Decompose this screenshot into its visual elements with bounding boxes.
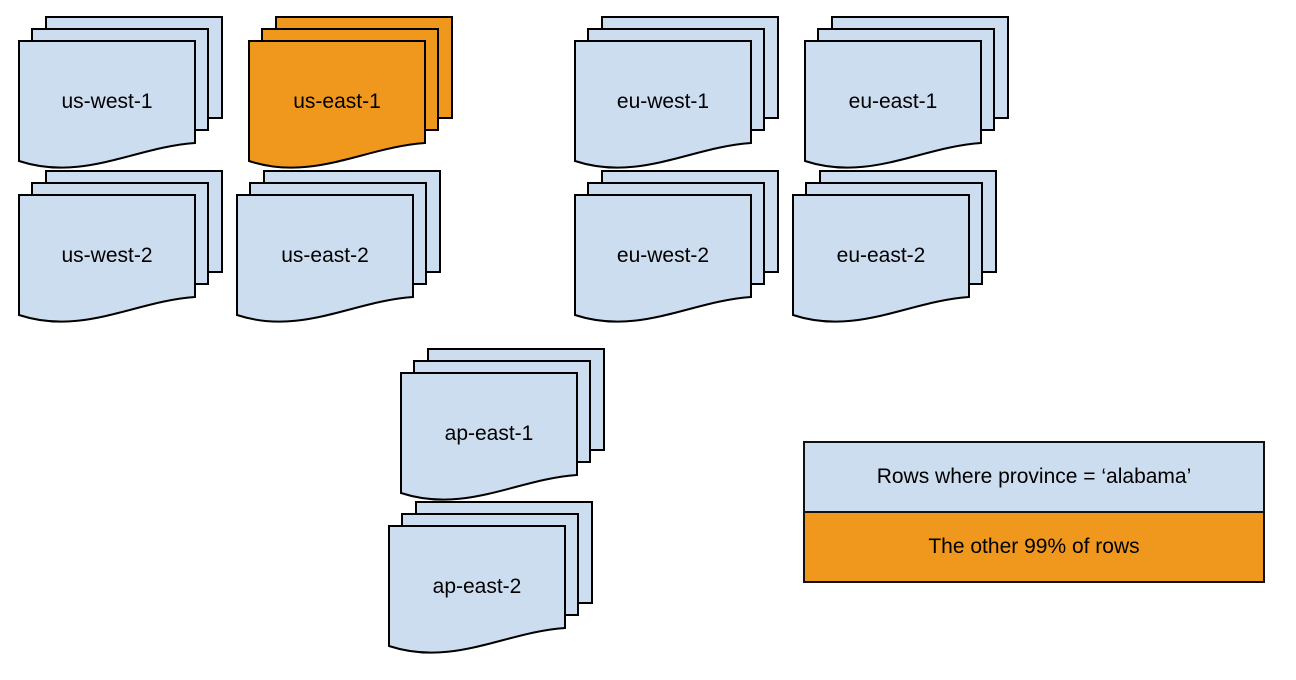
document-sheet-front — [792, 194, 970, 323]
document-stack-icon — [18, 16, 223, 169]
doc-stack-us-west-1: us-west-1 — [17, 16, 227, 174]
document-stack-icon — [400, 348, 605, 501]
doc-stack-ap-east-1: ap-east-1 — [399, 348, 609, 506]
legend-label-alabama-rows: Rows where province = ‘alabama’ — [876, 465, 1192, 488]
region-label-us-east-2: us-east-2 — [281, 244, 369, 267]
doc-stack-eu-west-1: eu-west-1 — [573, 16, 783, 174]
region-label-us-east-1: us-east-1 — [293, 90, 381, 113]
document-sheet-front — [236, 194, 414, 323]
region-label-us-west-1: us-west-1 — [61, 90, 153, 113]
doc-stack-us-east-2: us-east-2 — [235, 170, 445, 328]
doc-stack-ap-east-2: ap-east-2 — [387, 501, 597, 659]
region-label-eu-east-1: eu-east-1 — [848, 90, 938, 113]
legend-row-other-rows: The other 99% of rows — [805, 511, 1263, 581]
document-sheet-front — [574, 194, 752, 323]
doc-stack-eu-east-2: eu-east-2 — [791, 170, 1001, 328]
document-sheet-front — [248, 40, 426, 169]
document-stack-icon — [388, 501, 593, 654]
region-label-eu-west-1: eu-west-1 — [616, 90, 710, 113]
document-sheet-front — [18, 194, 196, 323]
document-stack-icon — [248, 16, 453, 169]
document-sheet-front — [574, 40, 752, 169]
doc-stack-us-east-1: us-east-1 — [247, 16, 457, 174]
document-stack-icon — [18, 170, 223, 323]
legend-label-other-rows: The other 99% of rows — [928, 535, 1140, 558]
region-label-eu-east-2: eu-east-2 — [836, 244, 926, 267]
doc-stack-eu-east-1: eu-east-1 — [803, 16, 1013, 174]
doc-stack-eu-west-2: eu-west-2 — [573, 170, 783, 328]
region-label-ap-east-1: ap-east-1 — [444, 422, 534, 445]
document-stack-icon — [574, 16, 779, 169]
document-stack-icon — [792, 170, 997, 323]
document-sheet-front — [388, 525, 566, 654]
legend: Rows where province = ‘alabama’ The othe… — [803, 441, 1265, 583]
region-label-us-west-2: us-west-2 — [61, 244, 153, 267]
document-sheet-front — [400, 372, 578, 501]
document-stack-icon — [804, 16, 1009, 169]
document-sheet-front — [18, 40, 196, 169]
document-stack-icon — [236, 170, 441, 323]
document-sheet-front — [804, 40, 982, 169]
document-stack-icon — [574, 170, 779, 323]
legend-row-alabama-rows: Rows where province = ‘alabama’ — [805, 443, 1263, 511]
region-label-ap-east-2: ap-east-2 — [432, 575, 522, 598]
region-label-eu-west-2: eu-west-2 — [616, 244, 710, 267]
doc-stack-us-west-2: us-west-2 — [17, 170, 227, 328]
